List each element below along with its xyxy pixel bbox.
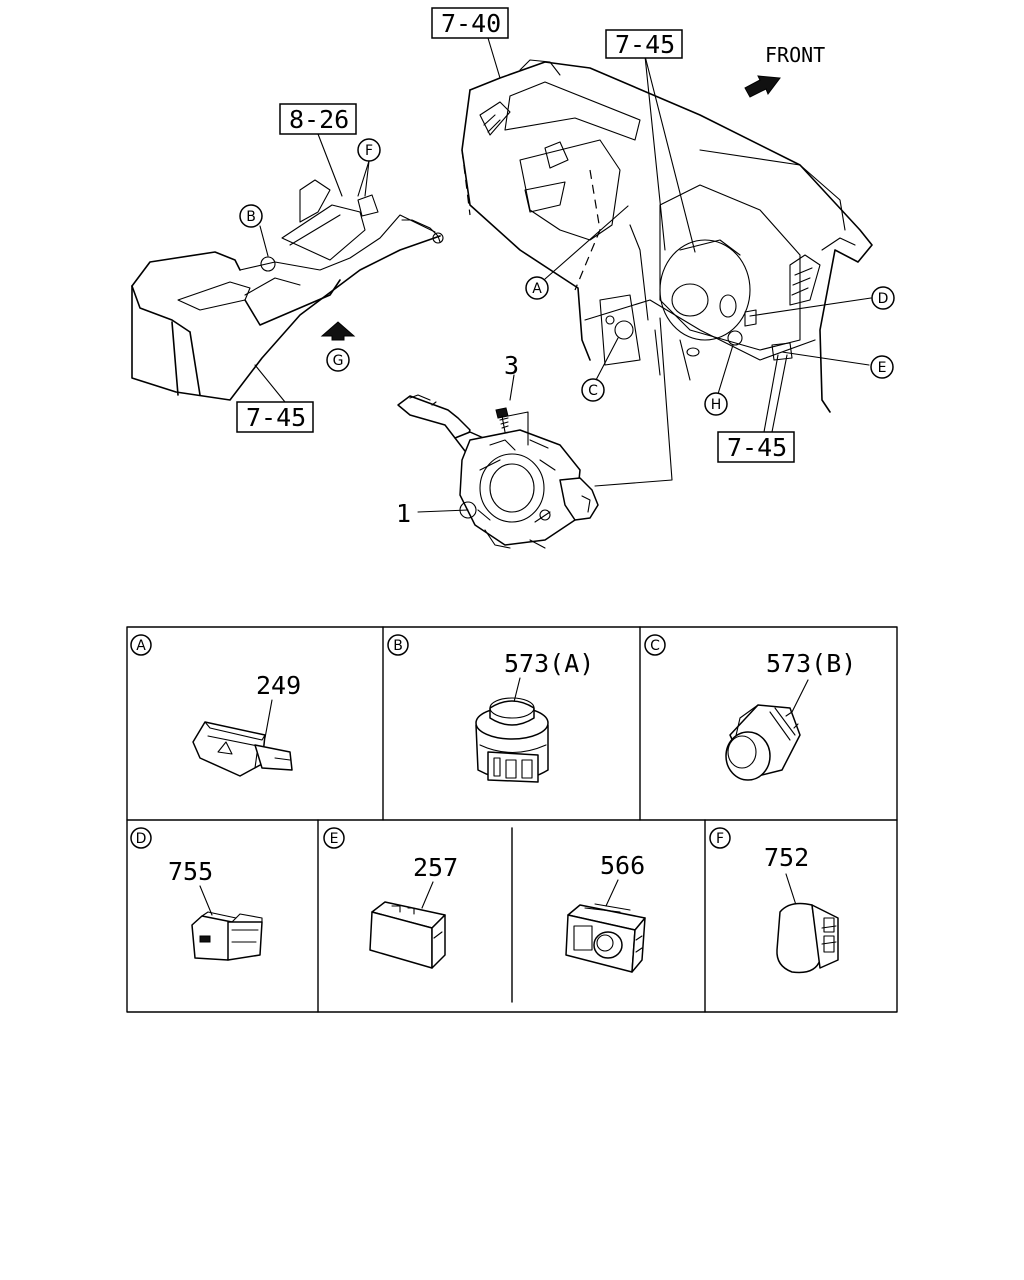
ref-box-7-45-top	[605, 29, 683, 59]
ref-7-45-top: 7-45	[615, 30, 675, 59]
switch-257	[369, 901, 446, 969]
front-arrow: FRONT	[744, 43, 825, 98]
panel-a-letter: A	[136, 638, 146, 654]
panel-f-letter: F	[716, 831, 724, 847]
knob-switch-b	[725, 704, 801, 781]
ref-7-40: 7-40	[441, 9, 501, 38]
panel-d: D 755	[130, 827, 263, 961]
reference-boxes: 7-40 7-45 8-26 7-45 7-45	[236, 7, 795, 463]
combination-switch	[397, 394, 599, 549]
screw	[495, 407, 509, 433]
ref-7-45-left: 7-45	[246, 403, 306, 432]
part-number-573b: 573(B)	[766, 649, 856, 678]
callout-d: D	[878, 291, 889, 307]
callout-g: G	[333, 353, 344, 369]
callout-e: E	[878, 360, 887, 376]
panel-c: C 573(B)	[644, 634, 856, 781]
callout-f: F	[365, 143, 373, 159]
panel-c-letter: C	[650, 638, 660, 654]
ref-box-7-45-right	[717, 431, 795, 463]
center-console	[131, 179, 444, 401]
callout-a: A	[532, 281, 542, 297]
ref-box-8-26	[279, 103, 357, 135]
knob-switch-a	[475, 697, 549, 783]
front-label: FRONT	[765, 43, 825, 67]
part-number-752: 752	[764, 843, 809, 872]
arrow-g	[320, 321, 356, 341]
switch-566	[565, 903, 646, 973]
instrument-panel	[461, 59, 873, 413]
part-number-3: 3	[504, 351, 519, 380]
leader-lines	[254, 37, 872, 513]
panel-d-letter: D	[136, 831, 147, 847]
part-number-249: 249	[256, 671, 301, 700]
rocker-switch-d	[191, 911, 263, 961]
ref-7-45-right: 7-45	[727, 433, 787, 462]
panel-e-letter: E	[330, 831, 339, 847]
panel-b-letter: B	[393, 638, 403, 654]
switch-752	[776, 902, 839, 974]
detail-panels	[126, 626, 898, 1013]
callout-c: C	[588, 383, 598, 399]
part-number-573a: 573(A)	[504, 649, 594, 678]
callout-h: H	[711, 397, 722, 413]
hazard-switch	[192, 721, 293, 777]
callouts: F B A G C D E H	[239, 138, 895, 416]
part-number-1: 1	[396, 499, 411, 528]
ref-box-7-45-left	[236, 401, 314, 433]
ref-box-7-40	[431, 7, 509, 39]
callout-b: B	[246, 209, 256, 225]
panel-b: B 573(A)	[387, 634, 594, 783]
part-number-755: 755	[168, 857, 213, 886]
panel-f: F 752	[709, 827, 839, 974]
panel-a: A 249	[130, 634, 301, 777]
panel-e: E 257 566	[323, 827, 646, 973]
part-number-257: 257	[413, 853, 458, 882]
ref-8-26: 8-26	[289, 105, 349, 134]
part-number-566: 566	[600, 851, 645, 880]
